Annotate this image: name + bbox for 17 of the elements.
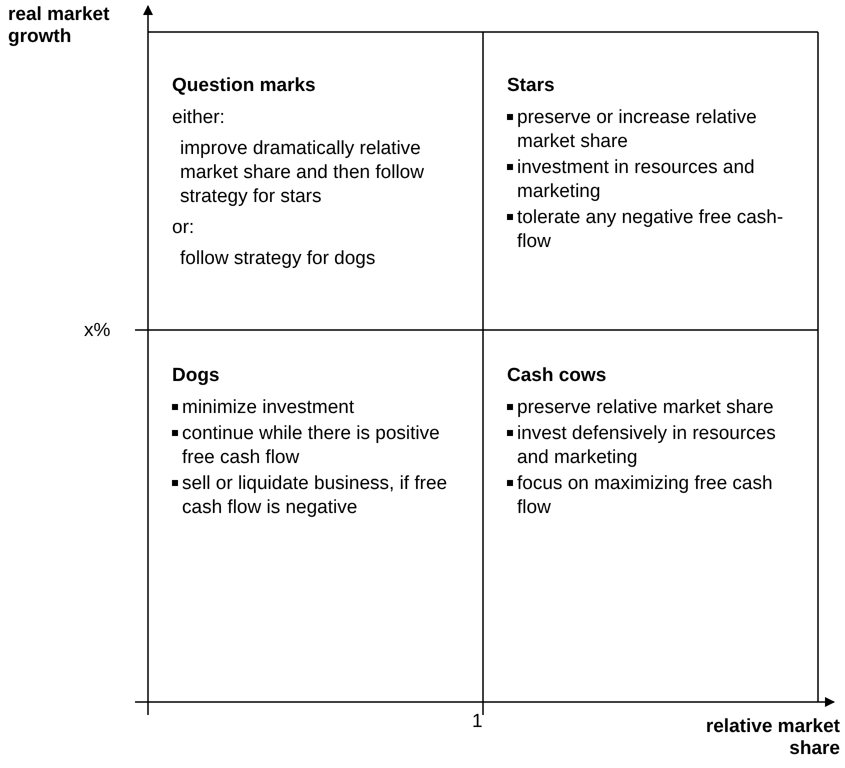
quadrant-heading: Stars	[507, 74, 556, 98]
strategy-text: follow strategy for dogs	[180, 247, 376, 271]
quadrant-heading: Cash cows	[507, 364, 608, 388]
strategy-text: focus on maximizing free cash flow	[517, 472, 774, 520]
threshold-label: x%	[84, 320, 112, 342]
quadrant-heading: Question marks	[172, 74, 317, 98]
axis-label: relative market share	[704, 716, 840, 760]
strategy-text: sell or liquidate business, if free cash flow is negative	[182, 472, 448, 520]
strategy-text: improve dramatically relative market share and then follow strategy for stars	[180, 137, 425, 209]
strategy-text: minimize investment	[182, 396, 356, 420]
axis-label: real market growth	[8, 4, 110, 48]
quadrant-heading: Dogs	[172, 364, 220, 388]
strategy-text: tolerate any negative free cash-flow	[517, 206, 784, 254]
option-label: either:	[172, 106, 226, 130]
strategy-text: preserve relative market share	[517, 396, 775, 420]
tick-label: 1	[472, 711, 484, 733]
option-label: or:	[172, 216, 196, 240]
